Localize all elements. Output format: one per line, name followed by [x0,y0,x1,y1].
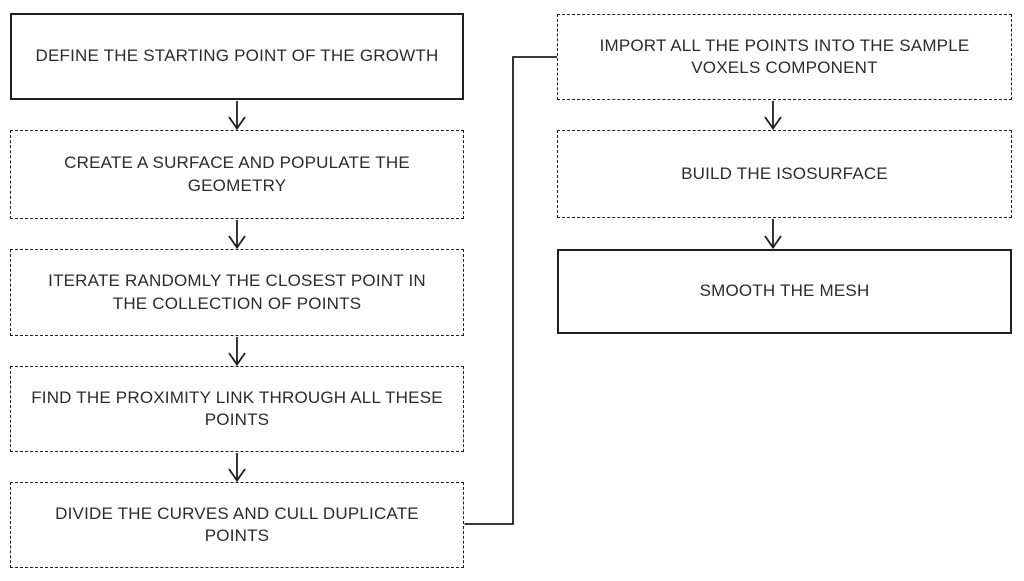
step-define-growth-start: DEFINE THE STARTING POINT OF THE GROWTH [10,13,464,100]
flow-arrow [228,220,246,250]
flow-arrow [764,101,782,131]
step-import-points-voxels: IMPORT ALL THE POINTS INTO THE SAMPLE VO… [557,14,1012,100]
step-find-proximity-link: FIND THE PROXIMITY LINK THROUGH ALL THES… [10,366,464,452]
step-label: ITERATE RANDOMLY THE CLOSEST POINT IN TH… [48,271,426,313]
flow-arrow [228,337,246,367]
elbow-connector [464,56,557,525]
flow-arrow [228,101,246,131]
step-label: FIND THE PROXIMITY LINK THROUGH ALL THES… [31,387,443,429]
step-label: CREATE A SURFACE AND POPULATE THE GEOMET… [64,153,410,195]
flow-arrow [764,219,782,250]
step-label: SMOOTH THE MESH [699,281,870,301]
flow-arrow [228,453,246,483]
step-label: IMPORT ALL THE POINTS INTO THE SAMPLE VO… [599,35,970,77]
step-smooth-mesh: SMOOTH THE MESH [557,249,1012,334]
step-label: DIVIDE THE CURVES AND CULL DUPLICATE POI… [55,503,419,545]
step-build-isosurface: BUILD THE ISOSURFACE [557,130,1012,218]
step-iterate-closest-point: ITERATE RANDOMLY THE CLOSEST POINT IN TH… [10,249,464,336]
step-divide-curves: DIVIDE THE CURVES AND CULL DUPLICATE POI… [10,482,464,568]
step-label: DEFINE THE STARTING POINT OF THE GROWTH [35,46,439,66]
step-label: BUILD THE ISOSURFACE [681,163,888,183]
step-create-surface: CREATE A SURFACE AND POPULATE THE GEOMET… [10,130,464,219]
